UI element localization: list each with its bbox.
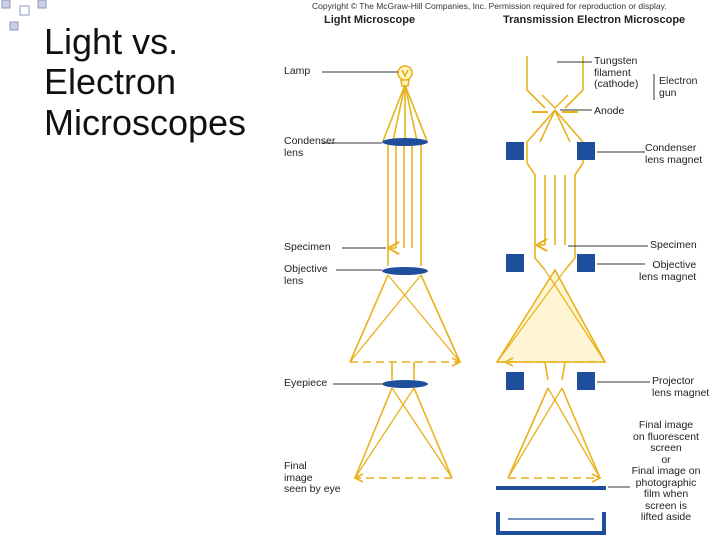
lamp-icon	[397, 65, 413, 87]
condenser-magnet-right	[577, 142, 595, 160]
label-electron-gun: Electron gun	[659, 75, 698, 99]
label-projector-lens-magnet: Projector lens magnet	[652, 375, 710, 399]
slide-decoration	[1, 0, 47, 31]
copyright-notice: Copyright © The McGraw-Hill Companies, I…	[312, 1, 667, 11]
tem-header: Transmission Electron Microscope	[503, 14, 686, 26]
projector-magnet-left	[506, 372, 524, 390]
label-objective-lens: Objective lens	[284, 263, 328, 287]
objective-magnet-left	[506, 254, 524, 272]
label-anode: Anode	[594, 105, 625, 117]
label-condenser-lens-magnet: Condenser lens magnet	[645, 142, 703, 166]
photographic-film-holder	[496, 512, 606, 535]
light-microscope	[349, 65, 462, 483]
label-final-image-screen: Final image on fluorescent screen or Fin…	[631, 419, 701, 523]
light-microscope-header: Light Microscope	[324, 14, 416, 26]
fluorescent-screen	[496, 486, 606, 490]
projector-magnet-right	[577, 372, 595, 390]
label-specimen: Specimen	[284, 241, 331, 253]
label-tungsten-filament: Tungsten filament (cathode)	[594, 55, 639, 90]
eyepiece-lens	[382, 380, 428, 388]
label-final-image-eye: Final image seen by eye	[284, 460, 341, 495]
objective-lens	[382, 267, 428, 275]
objective-magnet-right	[577, 254, 595, 272]
tem-intermediate-cone	[495, 268, 607, 363]
label-eyepiece: Eyepiece	[284, 377, 328, 389]
tem-beam	[526, 56, 584, 271]
label-lamp: Lamp	[284, 65, 311, 77]
label-objective-lens-magnet: Objective lens magnet	[639, 259, 697, 283]
label-condenser-lens: Condenser lens	[284, 135, 336, 159]
condenser-lens	[382, 138, 428, 146]
label-specimen-tem: Specimen	[650, 239, 697, 251]
slide-title: Light vs. Electron Microscopes	[44, 21, 247, 143]
condenser-magnet-left	[506, 142, 524, 160]
